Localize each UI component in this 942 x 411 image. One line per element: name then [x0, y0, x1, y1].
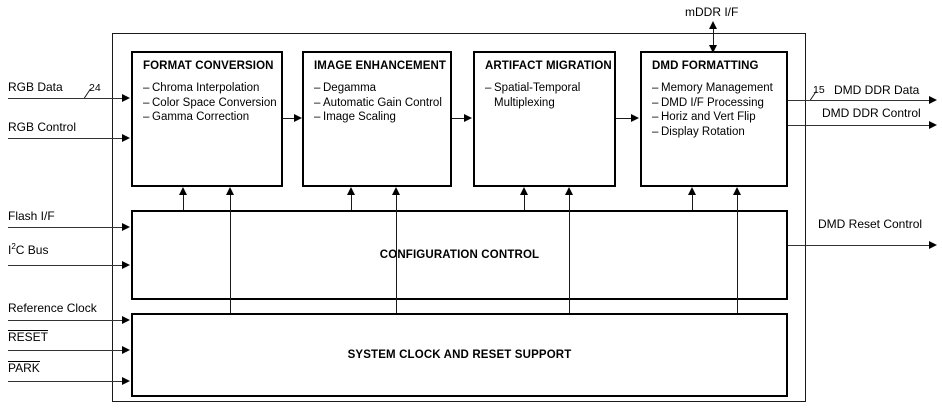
arrowhead-reference-clock — [122, 315, 130, 324]
wire-dmd-reset-control — [788, 245, 930, 246]
feed-config-to-image-enhancement — [351, 195, 352, 210]
port-label-rgb-control: RGB Control — [8, 120, 77, 134]
arrowhead-artifact-to-dmd — [631, 113, 639, 122]
port-label-dmd-ddr-data: DMD DDR Data — [834, 83, 920, 97]
link-artifact-to-dmd — [616, 118, 632, 119]
feed-clock-to-artifact-migration — [569, 195, 570, 313]
block-system-clock-reset[interactable]: SYSTEM CLOCK AND RESET SUPPORT — [131, 313, 788, 397]
port-label-flash-if: Flash I/F — [8, 209, 55, 223]
feed-clock-to-dmd-formatting — [737, 195, 738, 313]
feed-config-to-dmd-formatting — [692, 195, 693, 210]
wire-rgb-control — [8, 138, 123, 139]
arrowhead-clock-to-format-conversion — [225, 187, 234, 195]
block-image-enhancement[interactable]: IMAGE ENHANCEMENT –Degamma –Automatic Ga… — [302, 51, 452, 187]
arrowhead-flash-if — [122, 222, 130, 231]
item-display-rotation: Display Rotation — [661, 125, 745, 138]
block-configuration-control[interactable]: CONFIGURATION CONTROL — [131, 210, 788, 300]
arrowhead-image-to-artifact — [464, 113, 472, 122]
arrowhead-mddr-if-up — [708, 21, 717, 29]
arrowhead-dmd-ddr-control — [929, 120, 937, 129]
arrowhead-format-to-image — [294, 113, 302, 122]
arrowhead-clock-to-artifact-migration — [564, 187, 573, 195]
feed-config-to-artifact-migration — [524, 195, 525, 210]
i2c-label: C Bus — [15, 243, 49, 257]
arrowhead-clock-to-image-enhancement — [391, 187, 400, 195]
wire-i2c-bus — [8, 265, 123, 266]
block-items-artifact-migration: –Spatial-Temporal Multiplexing — [485, 82, 581, 109]
wire-dmd-ddr-control — [788, 125, 930, 126]
block-items-format-conversion: –Chroma Interpolation –Color Space Conve… — [143, 82, 277, 124]
arrowhead-config-to-dmd-formatting — [687, 187, 696, 195]
feed-config-to-format-conversion — [183, 195, 184, 210]
block-items-dmd-formatting: –Memory Management –DMD I/F Processing –… — [652, 82, 773, 138]
i2c-prefix: I — [8, 243, 12, 257]
port-label-i2c-bus: I2C Bus — [8, 242, 49, 258]
item-image-scaling: Image Scaling — [323, 111, 396, 124]
wire-reset — [8, 350, 123, 351]
port-label-park: PARK — [8, 361, 40, 376]
park-label: PARK — [8, 361, 40, 375]
reset-label: RESET — [8, 330, 49, 344]
arrowhead-config-to-image-enhancement — [346, 187, 355, 195]
arrowhead-dmd-reset-control — [929, 240, 937, 249]
arrowhead-rgb-control — [122, 133, 130, 142]
block-artifact-migration[interactable]: ARTIFACT MIGRATION –Spatial-Temporal Mul… — [473, 51, 616, 187]
arrowhead-clock-to-dmd-formatting — [732, 187, 741, 195]
block-dmd-formatting[interactable]: DMD FORMATTING –Memory Management –DMD I… — [640, 51, 788, 187]
link-image-to-artifact — [452, 118, 465, 119]
item-dmd-if-processing: DMD I/F Processing — [661, 96, 764, 109]
wire-mddr-if — [713, 28, 714, 53]
port-label-reset: RESET — [8, 330, 49, 345]
port-label-dmd-ddr-control: DMD DDR Control — [822, 106, 921, 120]
item-chroma-interpolation: Chroma Interpolation — [152, 82, 260, 94]
arrowhead-rgb-data — [122, 93, 130, 102]
block-title-configuration-control: CONFIGURATION CONTROL — [379, 249, 540, 261]
wire-reference-clock — [8, 320, 123, 321]
item-color-space-conversion: Color Space Conversion — [152, 96, 277, 109]
block-items-image-enhancement: –Degamma –Automatic Gain Control –Image … — [314, 82, 442, 124]
chip-boundary — [112, 33, 806, 402]
wire-flash-if — [8, 227, 123, 228]
i2c-superscript: 2 — [11, 242, 16, 251]
item-degamma: Degamma — [323, 82, 377, 94]
port-label-mddr-if: mDDR I/F — [685, 5, 739, 19]
block-format-conversion[interactable]: FORMAT CONVERSION –Chroma Interpolation … — [131, 51, 283, 187]
arrowhead-config-to-format-conversion — [178, 187, 187, 195]
port-label-rgb-data: RGB Data — [8, 80, 63, 94]
port-label-reference-clock: Reference Clock — [8, 301, 97, 315]
wire-dmd-ddr-data — [788, 100, 930, 101]
item-horiz-and-vert-flip: Horiz and Vert Flip — [661, 111, 756, 124]
arrowhead-reset — [122, 345, 130, 354]
arrowhead-park — [122, 376, 130, 385]
arrowhead-mddr-if-down — [708, 45, 717, 53]
bus-width-rgb-data: 24 — [89, 82, 101, 94]
arrowhead-config-to-artifact-migration — [519, 187, 528, 195]
block-title-image-enhancement: IMAGE ENHANCEMENT — [314, 60, 447, 72]
feed-clock-to-format-conversion — [230, 195, 231, 313]
feed-clock-to-image-enhancement — [396, 195, 397, 313]
arrowhead-i2c-bus — [122, 260, 130, 269]
block-title-system-clock-reset: SYSTEM CLOCK AND RESET SUPPORT — [347, 349, 572, 361]
block-title-dmd-formatting: DMD FORMATTING — [652, 60, 759, 72]
wire-rgb-data — [8, 98, 123, 99]
port-label-dmd-reset-control: DMD Reset Control — [818, 217, 923, 231]
bus-width-dmd-ddr-data: 15 — [813, 84, 825, 96]
item-multiplexing: Multiplexing — [494, 96, 555, 109]
block-title-format-conversion: FORMAT CONVERSION — [143, 60, 274, 72]
item-gamma-correction: Gamma Correction — [152, 111, 250, 124]
arrowhead-dmd-ddr-data — [929, 95, 937, 104]
item-spatial-temporal: Spatial-Temporal — [494, 82, 581, 94]
block-title-artifact-migration: ARTIFACT MIGRATION — [485, 60, 612, 72]
link-format-to-image — [283, 118, 295, 119]
item-memory-management: Memory Management — [661, 82, 773, 94]
item-automatic-gain-control: Automatic Gain Control — [323, 96, 442, 109]
wire-park — [8, 381, 123, 382]
